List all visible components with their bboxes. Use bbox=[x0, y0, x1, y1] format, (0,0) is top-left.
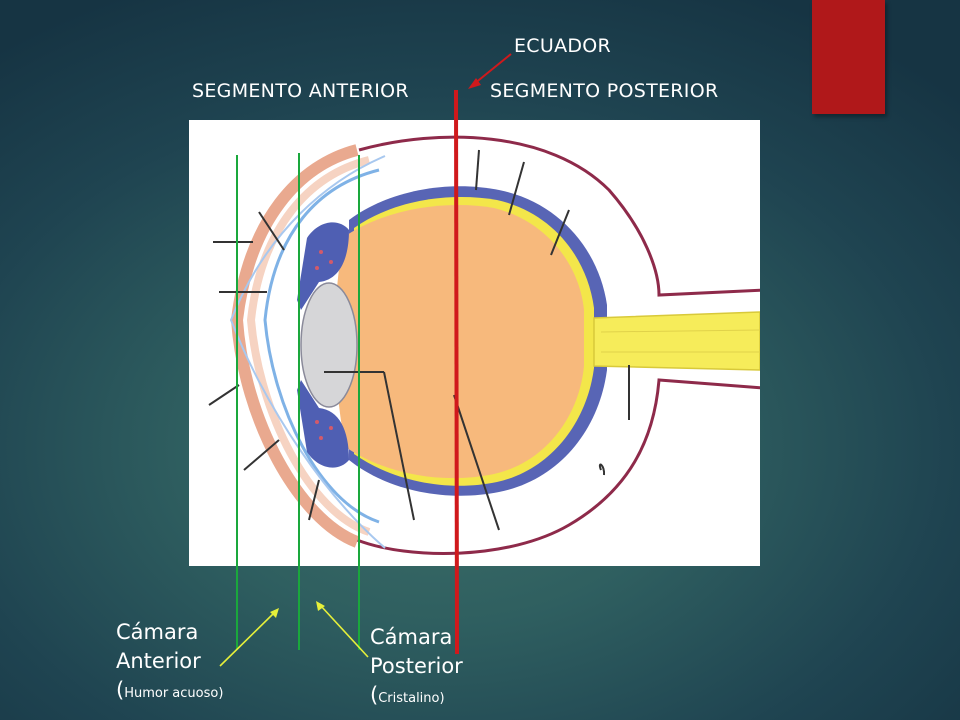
pointer-lines bbox=[208, 149, 630, 531]
posterior-chamber-line1: Cámara bbox=[370, 625, 453, 649]
posterior-chamber-label: Cámara Posterior (Cristalino) bbox=[370, 623, 463, 713]
anterior-chamber-line1: Cámara bbox=[116, 620, 199, 644]
accent-tab bbox=[812, 0, 885, 114]
eye-diagram-panel bbox=[189, 120, 766, 566]
posterior-chamber-arrow bbox=[316, 601, 369, 658]
anterior-chamber-note-row: (Humor acuoso) bbox=[116, 676, 223, 708]
anterior-chamber-label: Cámara Anterior (Humor acuoso) bbox=[116, 618, 223, 708]
equator-label: ECUADOR bbox=[514, 35, 612, 57]
anterior-chamber-note: Humor acuoso) bbox=[124, 686, 224, 701]
posterior-chamber-line2: Posterior bbox=[370, 654, 463, 678]
eye-diagram bbox=[208, 135, 766, 556]
cornea-inner bbox=[263, 168, 380, 524]
posterior-segment-label: SEGMENTO POSTERIOR bbox=[490, 80, 719, 102]
ciliary-body-upper bbox=[297, 222, 349, 310]
anterior-chamber-arrow bbox=[219, 608, 279, 667]
equator-line bbox=[454, 89, 459, 655]
equator-arrow bbox=[468, 53, 512, 89]
posterior-chamber-paren: ( bbox=[370, 683, 379, 707]
posterior-chamber-note: Cristalino) bbox=[378, 691, 445, 706]
lens bbox=[300, 282, 358, 408]
cornea-middle bbox=[246, 156, 371, 536]
ciliary-body-lower bbox=[297, 380, 349, 468]
anterior-chamber-line2: Anterior bbox=[116, 649, 201, 673]
vitreous-body bbox=[335, 205, 584, 479]
posterior-chamber-note-row: (Cristalino) bbox=[370, 681, 463, 713]
anterior-segment-label: SEGMENTO ANTERIOR bbox=[192, 80, 409, 102]
anterior-chamber-paren: ( bbox=[116, 678, 125, 702]
conjunctiva bbox=[229, 155, 386, 549]
